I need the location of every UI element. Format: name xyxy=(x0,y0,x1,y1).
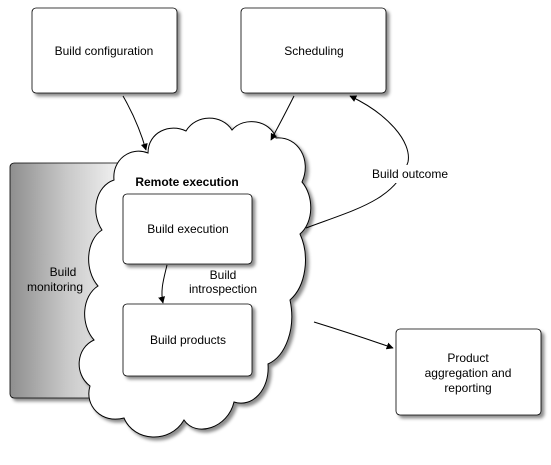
build-monitoring-label-1: Build xyxy=(50,265,77,279)
arrow-configuration-to-execution xyxy=(122,95,148,151)
build-introspection-label-1: Build xyxy=(210,268,237,282)
arrow-execution-to-products xyxy=(158,264,168,304)
build-execution-label: Build execution xyxy=(147,222,228,236)
product-aggregation-label-3: reporting xyxy=(444,381,491,395)
product-aggregation-label-1: Product xyxy=(447,351,489,365)
arrow-cloud-to-product-aggregation xyxy=(313,321,394,350)
build-configuration-label: Build configuration xyxy=(55,44,154,58)
build-configuration-node: Build configuration xyxy=(31,7,178,94)
scheduling-node: Scheduling xyxy=(240,7,387,94)
build-outcome-label: Build outcome xyxy=(372,167,448,181)
build-introspection-label-2: introspection xyxy=(189,282,257,296)
arrow-build-outcome-to-scheduling xyxy=(305,95,409,229)
build-products-node: Build products xyxy=(122,303,253,377)
product-aggregation-label-2: aggregation and xyxy=(425,366,512,380)
arrow-scheduling-to-execution xyxy=(270,95,295,141)
scheduling-label: Scheduling xyxy=(284,44,343,58)
remote-execution-title: Remote execution xyxy=(135,175,238,189)
product-aggregation-node: Product aggregation and reporting xyxy=(395,328,542,416)
build-execution-node: Build execution xyxy=(122,193,253,265)
build-outcome-label-group: Build outcome xyxy=(362,165,457,183)
build-monitoring-label-2: monitoring xyxy=(27,280,83,294)
build-products-label: Build products xyxy=(150,333,226,347)
